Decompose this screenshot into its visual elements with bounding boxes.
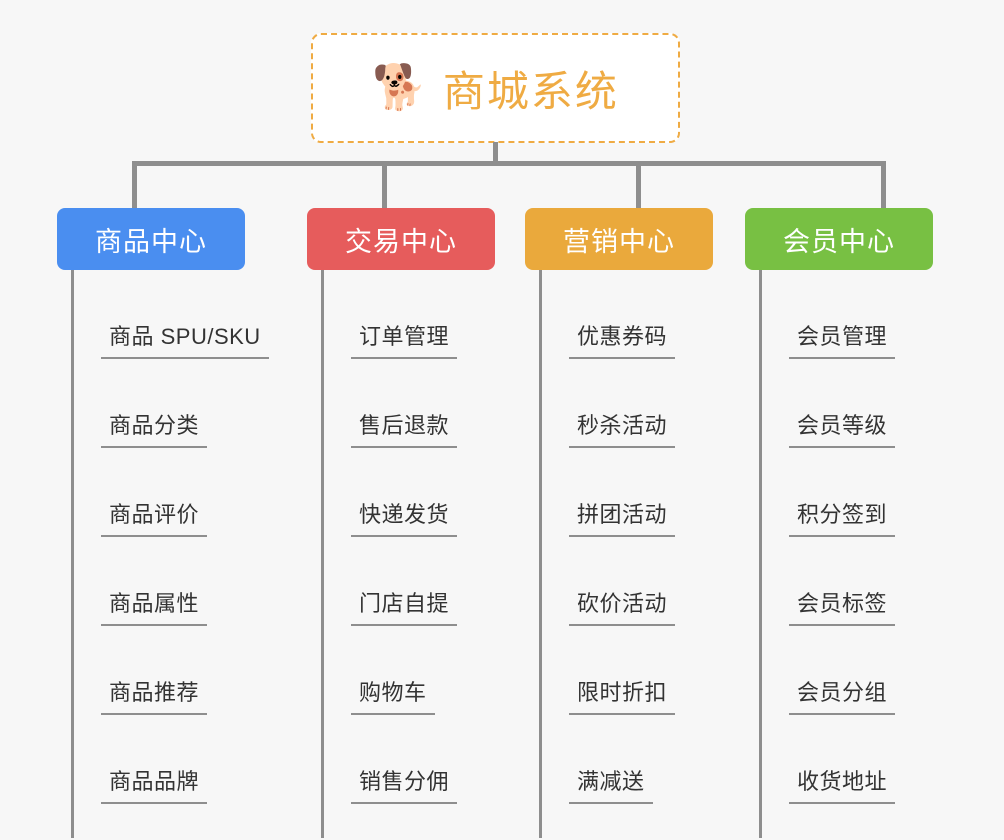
category-label: 商品中心 (95, 226, 207, 257)
list-item[interactable]: 商品品牌 (71, 715, 301, 804)
list-item[interactable]: 优惠券码 (539, 270, 769, 359)
list-item-label: 商品分类 (109, 413, 200, 438)
list-item-label: 拼团活动 (577, 502, 668, 527)
list-item-label: 优惠券码 (577, 324, 668, 349)
list-item-label: 满减送 (577, 769, 645, 794)
list-item-label: 会员标签 (797, 591, 888, 616)
category-box-marketing-center[interactable]: 营销中心 (525, 208, 713, 270)
list-item-label: 购物车 (359, 680, 427, 705)
list-item-label: 售后退款 (359, 413, 450, 438)
category-label: 会员中心 (783, 226, 895, 257)
list-item-label: 商品品牌 (109, 769, 200, 794)
drop-connector-3 (636, 161, 641, 210)
list-item-label: 商品评价 (109, 502, 200, 527)
list-item[interactable]: 商品推荐 (71, 626, 301, 715)
list-item-label: 商品属性 (109, 591, 200, 616)
list-item[interactable]: 积分签到 (759, 448, 989, 537)
list-item-label: 限时折扣 (577, 680, 668, 705)
shiba-dog-face-icon: 🐕 (372, 63, 427, 112)
list-item[interactable]: 会员标签 (759, 537, 989, 626)
list-item-label: 快递发货 (359, 502, 450, 527)
list-item[interactable]: 秒杀活动 (539, 359, 769, 448)
column-spine (71, 270, 74, 838)
column-member-center: 会员中心 会员管理 会员等级 积分签到 会员标签 会员分组 收货地址 (745, 208, 933, 838)
list-item-label: 会员等级 (797, 413, 888, 438)
column-trade-center: 交易中心 订单管理 售后退款 快递发货 门店自提 购物车 销售分佣 (307, 208, 495, 838)
column-spine (759, 270, 762, 838)
child-list-trade-center: 订单管理 售后退款 快递发货 门店自提 购物车 销售分佣 (321, 270, 551, 804)
list-item[interactable]: 门店自提 (321, 537, 551, 626)
list-item[interactable]: 售后退款 (321, 359, 551, 448)
column-spine (539, 270, 542, 838)
list-item[interactable]: 会员管理 (759, 270, 989, 359)
list-item[interactable]: 商品 SPU/SKU (71, 270, 301, 359)
list-item-label: 商品推荐 (109, 680, 200, 705)
list-item[interactable]: 销售分佣 (321, 715, 551, 804)
list-item[interactable]: 限时折扣 (539, 626, 769, 715)
list-item[interactable]: 订单管理 (321, 270, 551, 359)
list-item-label: 会员管理 (797, 324, 888, 349)
list-item-label: 积分签到 (797, 502, 888, 527)
list-item-label: 秒杀活动 (577, 413, 668, 438)
list-item-label: 销售分佣 (359, 769, 450, 794)
drop-connector-4 (881, 161, 886, 210)
list-item[interactable]: 快递发货 (321, 448, 551, 537)
category-label: 交易中心 (345, 226, 457, 257)
drop-connector-1 (132, 161, 137, 210)
column-marketing-center: 营销中心 优惠券码 秒杀活动 拼团活动 砍价活动 限时折扣 满减送 (525, 208, 713, 838)
list-item[interactable]: 拼团活动 (539, 448, 769, 537)
list-item[interactable]: 商品属性 (71, 537, 301, 626)
child-list-marketing-center: 优惠券码 秒杀活动 拼团活动 砍价活动 限时折扣 满减送 (539, 270, 769, 804)
category-box-member-center[interactable]: 会员中心 (745, 208, 933, 270)
list-item[interactable]: 商品分类 (71, 359, 301, 448)
list-item[interactable]: 砍价活动 (539, 537, 769, 626)
list-item[interactable]: 收货地址 (759, 715, 989, 804)
list-item-label: 门店自提 (359, 591, 450, 616)
list-item[interactable]: 会员等级 (759, 359, 989, 448)
list-item-label: 会员分组 (797, 680, 888, 705)
drop-connector-2 (382, 161, 387, 210)
list-item[interactable]: 购物车 (321, 626, 551, 715)
category-box-product-center[interactable]: 商品中心 (57, 208, 245, 270)
list-item-label: 商品 SPU/SKU (109, 324, 261, 349)
root-stem-connector (493, 142, 498, 164)
root-node[interactable]: 🐕 商城系统 (311, 33, 680, 143)
list-item[interactable]: 满减送 (539, 715, 769, 804)
root-title: 商城系统 (442, 67, 619, 115)
list-item[interactable]: 会员分组 (759, 626, 989, 715)
category-label: 营销中心 (563, 226, 675, 257)
list-item-label: 砍价活动 (577, 591, 668, 616)
list-item[interactable]: 商品评价 (71, 448, 301, 537)
column-spine (321, 270, 324, 838)
child-list-member-center: 会员管理 会员等级 积分签到 会员标签 会员分组 收货地址 (759, 270, 989, 804)
child-list-product-center: 商品 SPU/SKU 商品分类 商品评价 商品属性 商品推荐 商品品牌 (71, 270, 301, 804)
horizontal-bus-connector (132, 161, 886, 166)
list-item-label: 收货地址 (797, 769, 888, 794)
column-product-center: 商品中心 商品 SPU/SKU 商品分类 商品评价 商品属性 商品推荐 商品品牌 (57, 208, 269, 838)
list-item-label: 订单管理 (359, 324, 450, 349)
category-box-trade-center[interactable]: 交易中心 (307, 208, 495, 270)
